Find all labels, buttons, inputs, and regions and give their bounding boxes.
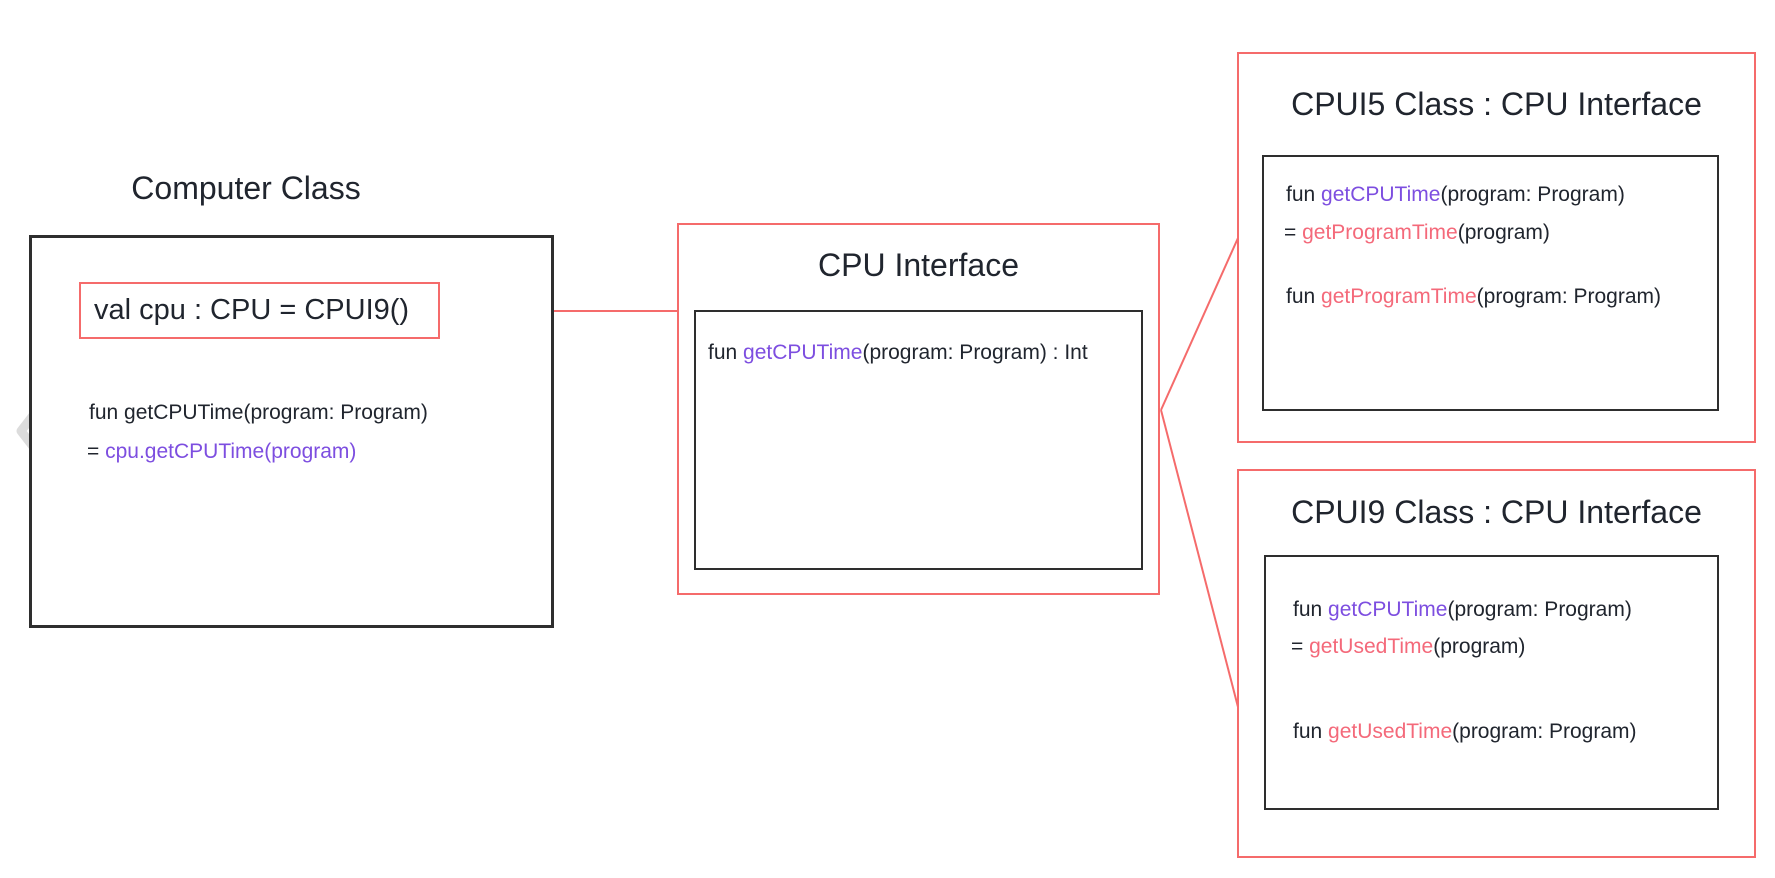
- code-token: getProgramTime: [1302, 221, 1458, 244]
- code-line: fun getProgramTime(program: Program): [1286, 282, 1661, 312]
- code-token: =: [87, 440, 106, 463]
- val-cpu-field-text: val cpu : CPU = CPUI9(): [94, 294, 410, 326]
- code-line: fun getUsedTime(program: Program): [1293, 717, 1637, 747]
- code-token: fun: [1286, 183, 1322, 206]
- code-token: getCPUTime: [743, 341, 863, 364]
- code-token: getCPUTime: [1328, 598, 1448, 621]
- code-token: =: [1284, 221, 1303, 244]
- code-line: = getProgramTime(program): [1284, 218, 1550, 248]
- computer-class-title: Computer Class: [131, 170, 361, 206]
- cpu-interface-inner-box: [694, 310, 1143, 570]
- code-token: =: [1291, 635, 1310, 658]
- code-token: cpu.getCPUTime(program): [105, 440, 357, 463]
- code-token: (program): [1457, 221, 1550, 244]
- code-line: fun getCPUTime(program: Program) : Int: [708, 338, 1088, 368]
- cpu-interface-title: CPU Interface: [818, 247, 1019, 283]
- code-token: (program: Program): [1476, 285, 1662, 308]
- code-token: (program): [1433, 635, 1526, 658]
- code-token: fun: [1293, 720, 1329, 743]
- cpui9-inner-box: [1264, 555, 1719, 810]
- connector-interface-to-cpui5: [1160, 237, 1239, 411]
- val-cpu-field-box: val cpu : CPU = CPUI9(): [79, 282, 440, 339]
- code-token: fun: [1286, 285, 1322, 308]
- code-token: (program: Program): [1452, 720, 1637, 743]
- code-token: fun getCPUTime(program: Program): [89, 401, 428, 424]
- code-token: (program: Program) : Int: [862, 341, 1088, 364]
- code-token: getProgramTime: [1321, 285, 1477, 308]
- code-line: = getUsedTime(program): [1291, 632, 1525, 662]
- cpui9-title: CPUI9 Class : CPU Interface: [1291, 494, 1702, 530]
- code-token: (program: Program): [1447, 598, 1632, 621]
- cpui5-inner-box: [1262, 155, 1719, 411]
- code-token: (program: Program): [1440, 183, 1625, 206]
- code-line: fun getCPUTime(program: Program): [1293, 595, 1632, 625]
- code-token: fun: [1293, 598, 1329, 621]
- code-token: getCPUTime: [1321, 183, 1441, 206]
- code-token: getUsedTime: [1328, 720, 1453, 743]
- code-token: fun: [708, 341, 744, 364]
- code-line: fun getCPUTime(program: Program): [1286, 180, 1625, 210]
- connector-interface-to-cpui9: [1160, 409, 1239, 708]
- cpui5-title: CPUI5 Class : CPU Interface: [1291, 86, 1702, 122]
- code-token: getUsedTime: [1309, 635, 1434, 658]
- code-line: fun getCPUTime(program: Program): [89, 398, 428, 428]
- code-line: = cpu.getCPUTime(program): [87, 437, 356, 467]
